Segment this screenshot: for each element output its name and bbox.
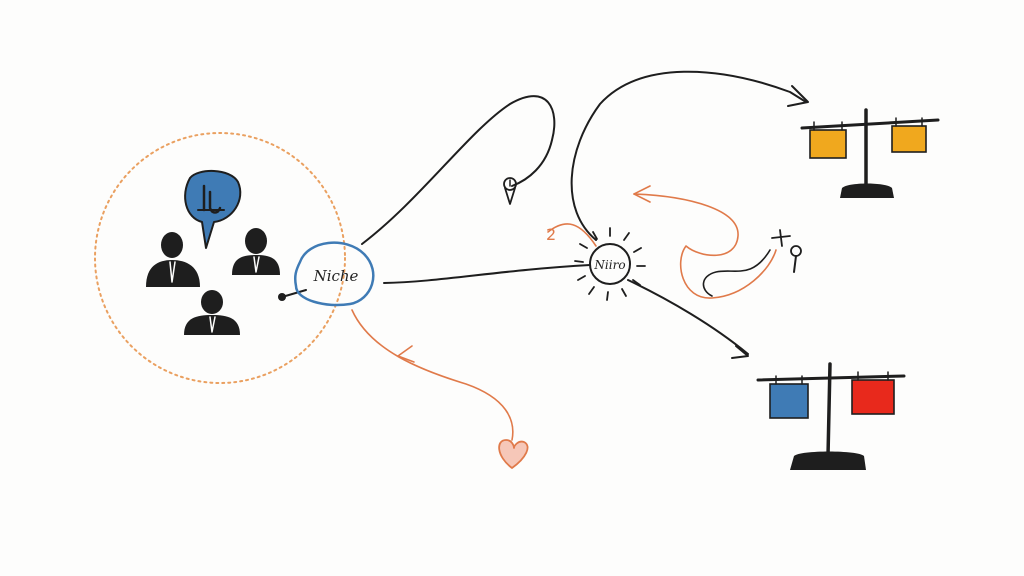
hub-to-bottom-scale-arrow (627, 279, 749, 355)
scale-pan-right (851, 379, 895, 415)
hub-to-top-scale-arrow (570, 70, 807, 241)
person-icon (232, 228, 280, 275)
scale-pan-left (769, 383, 809, 419)
location-pin-icon (771, 229, 802, 273)
person-icon (146, 232, 200, 287)
arrowhead (731, 345, 749, 359)
location-pin-icon (503, 177, 517, 205)
niche-to-hub-line (383, 264, 591, 284)
arrowhead (397, 345, 415, 363)
scale-pan-right (891, 125, 927, 153)
heart-icon (498, 439, 529, 469)
person-icon (184, 290, 240, 335)
balance-scale-icon (756, 362, 906, 470)
hub-to-mark-line (547, 223, 597, 247)
audience-circle (94, 132, 346, 384)
loop-path (361, 95, 556, 245)
connector-dot (278, 293, 286, 301)
balance-scale-icon (800, 108, 940, 198)
niche-node (293, 241, 375, 307)
hub-label: Niiro (593, 258, 625, 272)
speech-bubble-icon (184, 170, 242, 249)
audience-connector (281, 289, 307, 298)
niche-to-heart-arrow (351, 309, 514, 441)
decision-loop (702, 249, 771, 297)
hub-node (574, 227, 646, 301)
feedback-arrow (633, 193, 777, 299)
arrowhead (787, 85, 809, 107)
arrowhead (633, 185, 651, 203)
annotation-mark: 2 (546, 225, 556, 244)
scale-pan-left (809, 129, 847, 159)
niche-label: Niche (313, 267, 359, 285)
